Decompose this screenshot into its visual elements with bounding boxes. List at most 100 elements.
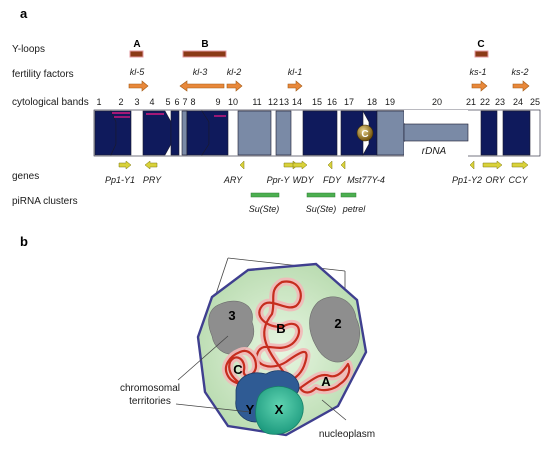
band-number: 18 xyxy=(367,97,377,107)
arrow-fdy xyxy=(327,160,333,170)
band-number: 3 xyxy=(134,97,139,107)
y-loops-chromatin xyxy=(221,277,354,397)
centromere xyxy=(356,124,374,142)
band-block xyxy=(376,110,405,156)
band-number: 13 xyxy=(279,97,289,107)
arrow-ory xyxy=(482,160,503,170)
panel-a-label: a xyxy=(20,6,28,21)
territory-x xyxy=(255,386,304,435)
band-number: 11 xyxy=(252,97,261,107)
fertility-kl-2: kl-2 xyxy=(227,67,242,77)
band-block-rdna xyxy=(403,123,469,142)
band-block xyxy=(502,110,531,156)
gene-mst77y-4: Mst77Y-4 xyxy=(347,175,385,185)
band-number: 2 xyxy=(118,97,123,107)
y-loop-a-letter: A xyxy=(133,39,140,50)
fertility-kl-1: kl-1 xyxy=(288,67,303,77)
gene-ppr-y: Ppr-Y xyxy=(267,175,291,185)
band-number: 1 xyxy=(96,97,101,107)
band-number: 5 xyxy=(165,97,170,107)
pointer-territories-2 xyxy=(175,403,251,413)
arrow-ks-2 xyxy=(512,80,530,92)
y-loop-b-letter: B xyxy=(201,39,208,50)
arrow-pp1-y1 xyxy=(118,160,132,170)
band-block xyxy=(275,110,292,156)
pointer-territories-1 xyxy=(177,335,229,381)
pirna-label-petrel: petrel xyxy=(342,204,367,214)
row-label-genes: genes xyxy=(12,171,39,182)
fertility-kl-5: kl-5 xyxy=(130,67,145,77)
pointer-nucleoplasm xyxy=(321,399,347,421)
band-number: 23 xyxy=(495,97,505,107)
loop-c xyxy=(224,349,258,390)
band-block xyxy=(94,110,117,156)
band-block xyxy=(110,110,132,156)
band-number: 22 xyxy=(480,97,490,107)
loop-b-label: B xyxy=(276,321,285,336)
band-block xyxy=(201,110,229,156)
pirna-label-su-ste-1: Su(Ste) xyxy=(249,204,280,214)
pirna-bar-petrel xyxy=(340,192,357,198)
label-territories: territories xyxy=(129,396,171,407)
gene-pp1-y2: Pp1-Y2 xyxy=(452,175,482,185)
territory-3-label: 3 xyxy=(228,308,235,323)
band-number: 12 xyxy=(268,97,278,107)
panel-b-label: b xyxy=(20,234,28,249)
y-loop-b: B xyxy=(182,39,227,58)
band-block xyxy=(142,110,172,156)
row-label-fertility-factors: fertility factors xyxy=(12,69,74,80)
band-number: 24 xyxy=(513,97,523,107)
loop-a xyxy=(298,362,351,394)
gene-pry: PRY xyxy=(143,175,162,185)
band-block xyxy=(302,110,338,156)
arrow-kl-5 xyxy=(128,80,149,92)
territory-y-label: Y xyxy=(246,402,255,417)
row-label-y-loops: Y-loops xyxy=(12,44,45,55)
band-number: 9 xyxy=(215,97,220,107)
gene-labels: Pp1-Y1 PRY ARY Ppr-Y WDY FDY Mst77Y-4 Pp… xyxy=(105,175,529,185)
row-label-pirna-clusters: piRNA clusters xyxy=(12,196,78,207)
zoom-line-top xyxy=(227,257,346,272)
arrow-kl-1 xyxy=(287,80,303,92)
y-chromosome-ideogram: C xyxy=(93,109,541,157)
gene-pp1-y1: Pp1-Y1 xyxy=(105,175,135,185)
band-number: 20 xyxy=(432,97,442,107)
pirna-label-su-ste-2: Su(Ste) xyxy=(306,204,337,214)
fertility-ks-1: ks-1 xyxy=(469,67,486,77)
gene-ory: ORY xyxy=(485,175,505,185)
centromere-label: C xyxy=(361,129,368,140)
gene-ccy: CCY xyxy=(508,175,528,185)
band-number: 21 xyxy=(466,97,476,107)
loop-b xyxy=(255,280,308,382)
label-nucleoplasm: nucleoplasm xyxy=(319,429,375,440)
arrow-kl-3 xyxy=(179,80,225,92)
band-numbers: 1 2 3 4 5 6 7 8 9 10 11 12 13 14 15 16 1… xyxy=(96,97,540,107)
band-number: 19 xyxy=(385,97,395,107)
band-block xyxy=(170,110,180,156)
row-label-cytological-bands: cytological bands xyxy=(12,97,89,108)
band-number: 14 xyxy=(292,97,302,107)
gene-arrows xyxy=(118,160,529,170)
band-number: 10 xyxy=(228,97,238,107)
arrow-mst77y-4 xyxy=(340,160,346,170)
fertility-ks-2: ks-2 xyxy=(511,67,528,77)
band-number: 25 xyxy=(530,97,540,107)
band-number: 6 xyxy=(174,97,179,107)
band-block xyxy=(186,110,210,156)
pirna-bar-su-ste-1 xyxy=(250,192,280,198)
territory-2-label: 2 xyxy=(334,316,341,331)
rdna-label: rDNA xyxy=(422,146,447,157)
arrow-wdy xyxy=(292,160,308,170)
loop-c-label: C xyxy=(233,362,243,377)
pirna-clusters: Su(Ste) Su(Ste) petrel xyxy=(249,192,367,214)
band-block xyxy=(237,110,272,156)
loop-a-label: A xyxy=(321,374,331,389)
territory-x-label: X xyxy=(275,402,284,417)
band-block xyxy=(480,110,498,156)
territory-2 xyxy=(309,296,360,363)
band-number: 15 xyxy=(312,97,322,107)
arrow-pp1-y2 xyxy=(469,160,475,170)
band-number: 7 xyxy=(182,97,187,107)
fertility-kl-3: kl-3 xyxy=(193,67,208,77)
